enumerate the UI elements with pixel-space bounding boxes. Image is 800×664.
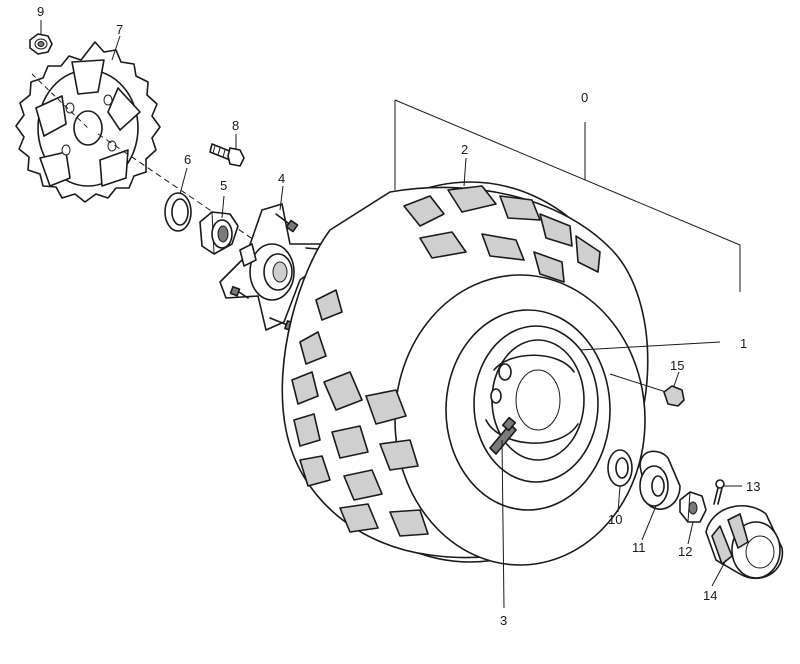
- callout-1: 1: [740, 336, 747, 351]
- hub-cap-14: [705, 505, 784, 580]
- rim-1: [445, 309, 611, 511]
- washer-6: [164, 192, 192, 232]
- callout-5: 5: [220, 178, 227, 193]
- callout-4: 4: [278, 171, 285, 186]
- cotter-pin-13: [713, 479, 725, 505]
- valve-3: [489, 416, 517, 609]
- callout-0: 0: [581, 90, 588, 105]
- sprocket: [15, 41, 161, 203]
- callout-10: 10: [608, 512, 622, 527]
- callout-labels: 0 1 2 3 4 5 6 7 8 9 10 11 12 13 14 15: [37, 4, 760, 628]
- callout-14: 14: [703, 588, 717, 603]
- callout-11: 11: [632, 540, 646, 555]
- callout-6: 6: [184, 152, 191, 167]
- callout-2: 2: [461, 142, 468, 157]
- callout-13: 13: [746, 479, 760, 494]
- nut-5: [199, 211, 239, 255]
- assembly-bracket: [394, 99, 741, 292]
- washer-10: [607, 449, 633, 487]
- spacer-11: [639, 450, 681, 510]
- callout-7: 7: [116, 22, 123, 37]
- hub-4: [219, 203, 333, 332]
- leader-lines: [40, 20, 742, 587]
- callout-9: 9: [37, 4, 44, 19]
- nut-9: [29, 33, 53, 55]
- callout-3: 3: [500, 613, 507, 628]
- castle-nut-12: [679, 491, 707, 523]
- bolt-8: [209, 143, 245, 167]
- callout-12: 12: [678, 544, 692, 559]
- callout-15: 15: [670, 358, 684, 373]
- callout-8: 8: [232, 118, 239, 133]
- lug-nut-15: [609, 373, 685, 407]
